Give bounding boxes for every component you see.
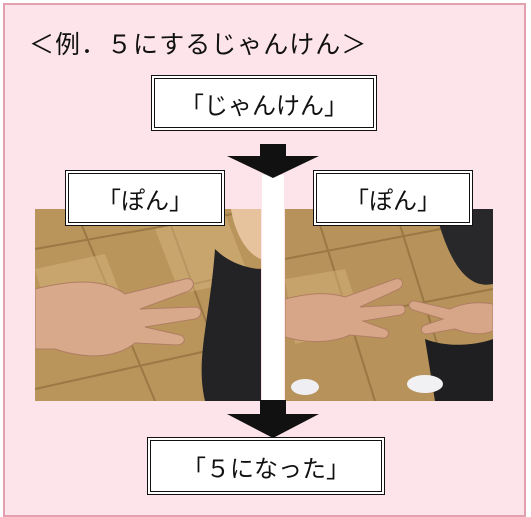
janken-call-box: 「じゃんけん」 <box>151 75 377 131</box>
hand-photo-left <box>35 209 261 401</box>
pon-box-right: 「ぽん」 <box>313 170 473 226</box>
down-arrow-icon <box>227 144 319 178</box>
pon-box-left: 「ぽん」 <box>65 170 225 226</box>
example-panel: ＜例．５にするじゃんけん＞ <box>3 3 526 517</box>
example-heading: ＜例．５にするじゃんけん＞ <box>29 30 368 59</box>
flow-connector <box>262 175 284 407</box>
hand-photo-right <box>285 209 493 401</box>
down-arrow-icon <box>227 400 319 438</box>
result-box: 「５になった」 <box>147 437 385 495</box>
